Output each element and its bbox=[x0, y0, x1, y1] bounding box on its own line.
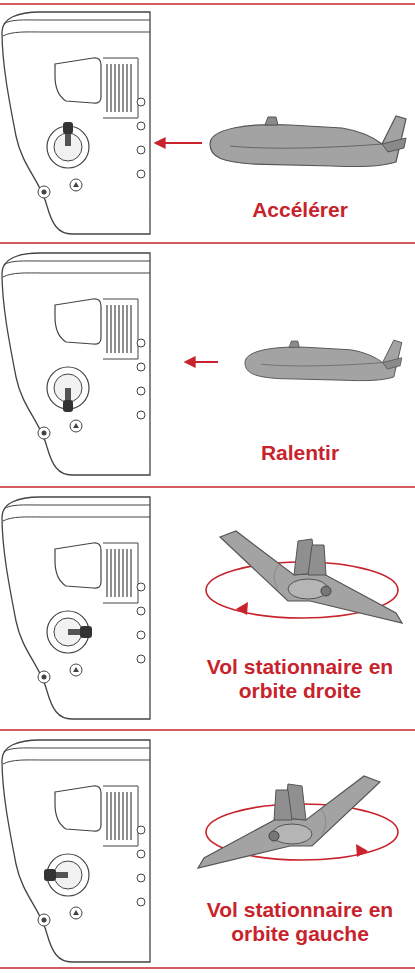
grille-slot bbox=[130, 64, 131, 112]
grille-slot bbox=[106, 549, 107, 597]
orbit-arrow bbox=[236, 602, 248, 615]
controller bbox=[2, 12, 150, 234]
grille-slot bbox=[130, 549, 131, 597]
grille bbox=[107, 64, 131, 840]
grille-slot bbox=[110, 305, 111, 353]
grille-slot bbox=[122, 64, 123, 112]
grille-slot bbox=[114, 305, 115, 353]
grille-slot bbox=[118, 64, 119, 112]
grille-slot bbox=[110, 792, 111, 840]
grille-slot bbox=[118, 792, 119, 840]
direction-arrow bbox=[156, 142, 202, 144]
caption-label: Accélérer bbox=[205, 198, 395, 222]
drone bbox=[198, 776, 380, 868]
grille-slot bbox=[130, 792, 131, 840]
drone bbox=[220, 531, 402, 623]
joystick bbox=[63, 122, 73, 146]
grille-slot bbox=[106, 305, 107, 353]
drone bbox=[245, 340, 402, 380]
orbit-arrow bbox=[356, 844, 368, 857]
caption-label: Vol stationnaire en orbite gauche bbox=[205, 898, 395, 945]
grille-slot bbox=[130, 305, 131, 353]
grille-slot bbox=[126, 64, 127, 112]
grille-slot bbox=[122, 305, 123, 353]
direction-arrow bbox=[186, 361, 218, 363]
drone bbox=[210, 116, 406, 167]
grille-slot bbox=[106, 64, 107, 112]
grille-slot bbox=[118, 549, 119, 597]
caption-label: Ralentir bbox=[205, 441, 395, 465]
grille-slot bbox=[114, 792, 115, 840]
grille-slot bbox=[110, 549, 111, 597]
controller bbox=[2, 497, 150, 719]
controller bbox=[2, 253, 150, 475]
grille-slot bbox=[126, 305, 127, 353]
grille-slot bbox=[126, 792, 127, 840]
grille-slot bbox=[126, 549, 127, 597]
grille-slot bbox=[114, 64, 115, 112]
caption-label: Vol stationnaire en orbite droite bbox=[205, 655, 395, 702]
grille-slot bbox=[110, 64, 111, 112]
grille-slot bbox=[122, 792, 123, 840]
joystick bbox=[68, 626, 92, 638]
grille-slot bbox=[114, 549, 115, 597]
divider-lines bbox=[0, 4, 415, 968]
grille-slot bbox=[118, 305, 119, 353]
joystick bbox=[63, 388, 73, 412]
joystick bbox=[44, 869, 68, 881]
controller bbox=[2, 740, 150, 962]
grille-slot bbox=[122, 549, 123, 597]
grille-slot bbox=[106, 792, 107, 840]
